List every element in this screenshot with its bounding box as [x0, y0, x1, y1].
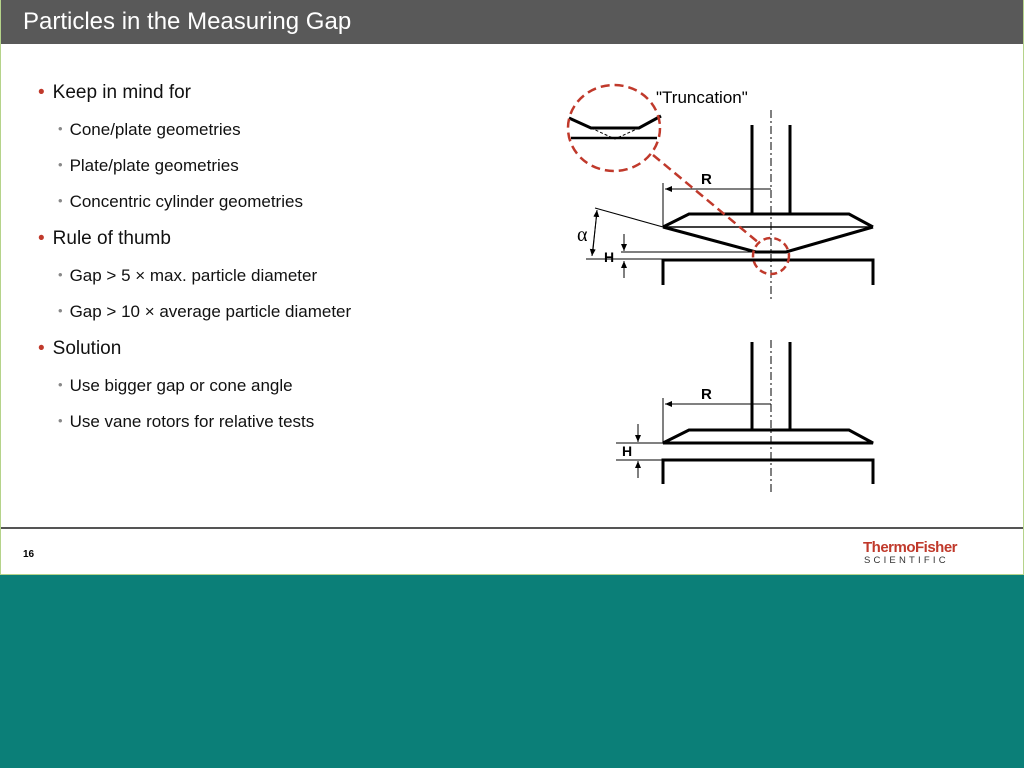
logo: ThermoFisher [863, 539, 958, 556]
gap-label: H [604, 249, 614, 265]
bullet: •Solution [38, 338, 122, 359]
cone-bottom [662, 225, 874, 254]
bullet: •Keep in mind for [38, 82, 192, 103]
slide: Particles in the Measuring Gap •Keep in … [0, 0, 1024, 575]
sub-bullet: •Plate/plate geometries [58, 156, 239, 175]
lower-plate [661, 258, 875, 285]
cone-top [662, 212, 874, 229]
plate-top [662, 428, 874, 445]
truncation-label: "Truncation" [656, 88, 748, 107]
footer-divider [1, 527, 1023, 529]
geometry-diagram: "Truncation" R H α R H [566, 83, 875, 494]
gap-label: H [622, 443, 632, 459]
sub-bullet: •Use vane rotors for relative tests [58, 412, 315, 431]
logo-subtitle: SCIENTIFIC [864, 555, 949, 566]
radius-label: R [701, 171, 712, 188]
page-number: 16 [23, 549, 35, 560]
angle-label: α [577, 224, 588, 246]
radius-label: R [701, 386, 712, 403]
zoom-circle [566, 83, 662, 173]
sub-bullet: •Gap > 10 × average particle diameter [58, 302, 352, 321]
sub-bullet: •Cone/plate geometries [58, 120, 241, 139]
sub-bullet: •Gap > 5 × max. particle diameter [58, 266, 318, 285]
sub-bullet: •Concentric cylinder geometries [58, 192, 303, 211]
sub-bullet: •Use bigger gap or cone angle [58, 376, 293, 395]
truncation-circle [751, 236, 791, 276]
bullet: •Rule of thumb [38, 228, 171, 249]
slide-title: Particles in the Measuring Gap [1, 0, 1023, 44]
